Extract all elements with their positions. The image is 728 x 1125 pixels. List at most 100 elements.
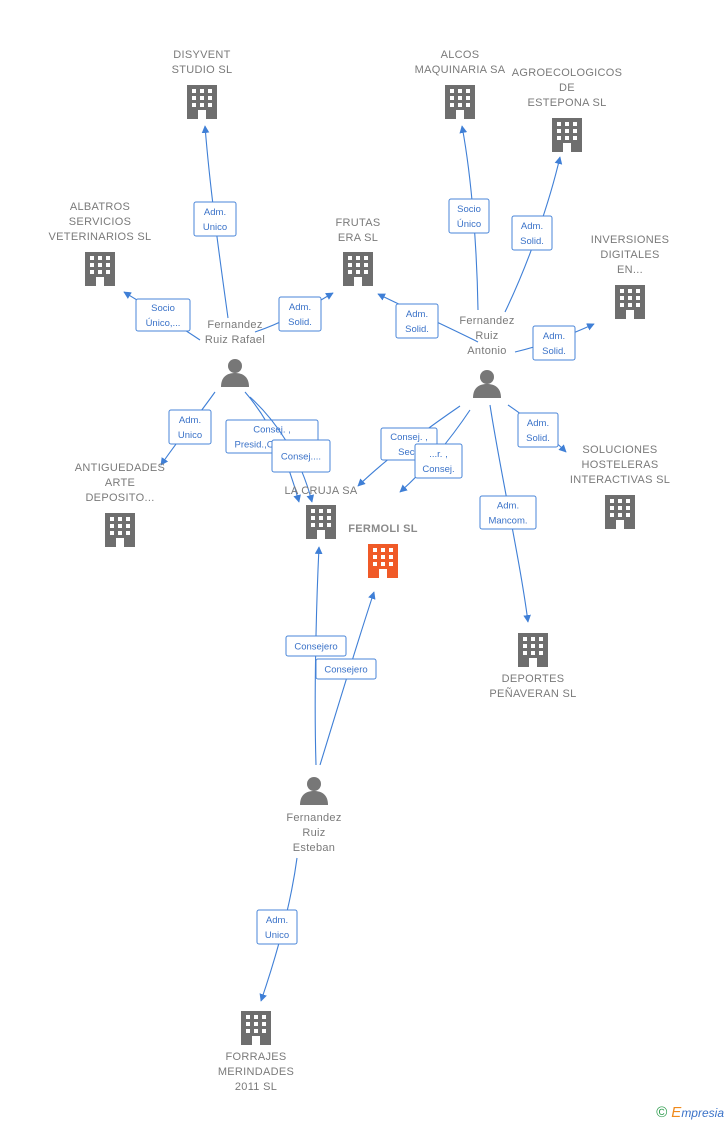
building-icon	[343, 252, 373, 286]
company-node-alcos[interactable]: ALCOS MAQUINARIA SA	[415, 49, 506, 119]
edge-label-text: Unico	[265, 930, 289, 941]
company-label: ALCOS	[441, 49, 480, 61]
relation-edge[interactable]: Adm. Solid.	[514, 323, 595, 361]
person-icon	[300, 777, 328, 805]
relation-edge[interactable]: Consej....	[249, 396, 331, 503]
edge-label-text: Consej. ,	[253, 425, 291, 436]
company-node-lacruja[interactable]: LA CRUJA SA	[285, 485, 358, 539]
company-label: DEPOSITO...	[85, 492, 154, 504]
edge-label-box	[448, 198, 490, 234]
edge-label-text: Solid.	[288, 317, 312, 328]
edge-label-text: Adm.	[406, 309, 428, 320]
company-label: INTERACTIVAS SL	[570, 474, 670, 486]
edge-label-text: Adm.	[543, 331, 565, 342]
building-icon	[368, 544, 398, 578]
relation-edge[interactable]: Adm.Unico	[256, 857, 298, 1002]
brand-name: mpresia	[681, 1106, 724, 1120]
company-label: FERMOLI SL	[348, 523, 418, 535]
building-icon	[552, 118, 582, 152]
edge-label-box	[285, 635, 347, 657]
edge-label-text: Consej....	[281, 452, 321, 463]
building-icon	[187, 85, 217, 119]
edge-label-text: Solid.	[520, 236, 544, 247]
person-label: Esteban	[293, 842, 335, 854]
edge-label-text: Solid.	[542, 346, 566, 357]
edge-label-text: Unico	[178, 430, 202, 441]
building-icon	[105, 513, 135, 547]
company-label: FRUTAS	[336, 217, 381, 229]
edge-label-text: ...r. ,	[429, 449, 447, 460]
company-label: LA CRUJA SA	[285, 485, 358, 497]
edge-label-text: Mancom.	[488, 516, 527, 527]
relation-edge[interactable]: Consejero	[315, 591, 377, 766]
company-label: HOSTELERAS	[582, 459, 659, 471]
company-node-inversiones[interactable]: INVERSIONESDIGITALESEN...	[591, 234, 670, 319]
company-label: PEÑAVERAN SL	[489, 687, 576, 700]
edge-label-box	[479, 495, 537, 530]
company-label: ALBATROS	[70, 201, 130, 213]
building-icon	[445, 85, 475, 119]
relation-edge[interactable]: Adm.Solid.	[507, 404, 567, 453]
relation-edge[interactable]: Adm. Unico	[193, 125, 237, 319]
edge-label-text: Socio	[151, 303, 175, 314]
company-node-soluciones[interactable]: SOLUCIONES HOSTELERAS INTERACTIVAS SL	[570, 444, 670, 529]
relation-edge[interactable]: Adm.Solid.	[504, 156, 563, 313]
edge-label-box	[511, 215, 553, 251]
building-icon	[605, 495, 635, 529]
edge-label-text: Solid.	[526, 433, 550, 444]
company-label: ESTEPONA SL	[527, 97, 606, 109]
edge-label-box	[271, 439, 331, 473]
company-label: MAQUINARIA SA	[415, 64, 506, 76]
company-label: INVERSIONES	[591, 234, 670, 246]
person-label: Fernandez	[286, 812, 341, 824]
edge-label-text: Unico	[203, 222, 227, 233]
edge-label-text: Único	[457, 219, 481, 230]
building-icon	[615, 285, 645, 319]
edge-label-box	[193, 201, 237, 237]
company-label: ANTIGUEDADES	[75, 462, 165, 474]
brand-initial: E	[671, 1104, 682, 1121]
relation-edge[interactable]: Adm. Unico	[160, 391, 216, 466]
company-label: DISYVENT	[173, 49, 230, 61]
relation-edge[interactable]: Adm.Solid.	[254, 292, 334, 333]
person-label: Antonio	[467, 345, 506, 357]
company-label: 2011 SL	[235, 1081, 277, 1093]
edge-label-box	[168, 409, 212, 445]
person-icon	[221, 359, 249, 387]
company-node-antiguedades[interactable]: ANTIGUEDADESARTEDEPOSITO...	[75, 462, 165, 547]
edge-label-box	[532, 325, 576, 361]
company-label: SOLUCIONES	[582, 444, 657, 456]
company-label: SERVICIOS	[69, 216, 131, 228]
edge-label-text: Adm.	[204, 207, 226, 218]
relation-edge[interactable]: Consejero	[285, 546, 347, 766]
company-label: FORRAJES	[225, 1051, 286, 1063]
person-label: Ruiz	[475, 330, 498, 342]
edge-label-box	[517, 412, 559, 448]
relation-edge[interactable]: ...r. ,Consej.	[399, 409, 471, 493]
company-node-frutas[interactable]: FRUTAS ERA SL	[336, 217, 381, 286]
edge-label-text: Adm.	[179, 415, 201, 426]
company-label: ERA SL	[338, 232, 378, 244]
building-icon	[85, 252, 115, 286]
relation-edge[interactable]: Adm. Mancom.	[479, 404, 537, 623]
person-label: Fernandez	[207, 319, 262, 331]
relation-edge[interactable]: Adm.Solid.	[377, 293, 479, 343]
relation-edge[interactable]: SocioÚnico,...	[123, 291, 201, 341]
company-node-fermoli[interactable]: FERMOLI SL	[348, 523, 418, 578]
person-icon	[473, 370, 501, 398]
person-label: Ruiz Rafael	[205, 334, 265, 346]
person-label: Fernandez	[459, 315, 514, 327]
edge-label-text: Adm.	[497, 501, 519, 512]
copyright-icon: ©	[656, 1104, 668, 1121]
